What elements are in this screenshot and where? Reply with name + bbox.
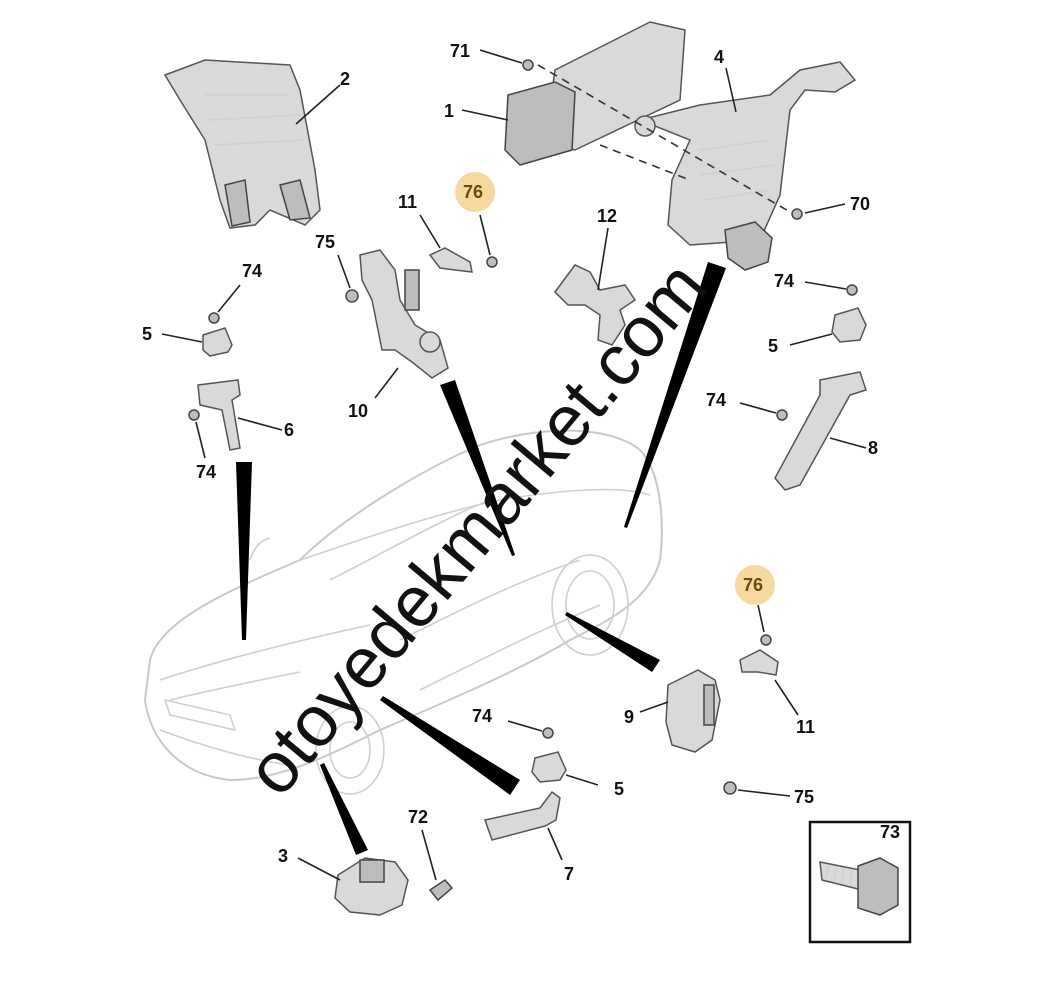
part-3-sensor [297,857,409,916]
callout-8: 8 [868,438,878,458]
pointer-part-10 [440,380,515,556]
part-2-bracket [163,59,341,229]
callout-labels: 71 1 2 4 70 76 11 12 75 74 74 5 5 74 10 … [142,41,900,884]
callout-76-bottom: 76 [743,575,763,595]
nut-74-right-bottom [739,402,788,421]
part-11-linkage [419,214,473,273]
callout-72: 72 [408,807,428,827]
callout-9: 9 [624,707,634,727]
pointer-part-3 [320,763,368,855]
callout-10: 10 [348,401,368,421]
bolt-75-front [337,254,359,303]
callout-12: 12 [597,206,617,226]
part-6-rod-left [197,379,283,451]
part-5-clip-right [789,307,867,346]
callout-2: 2 [340,69,350,89]
screw-70 [791,203,846,220]
part-8-rod-right [774,371,867,491]
callout-74-right-mid: 74 [706,390,726,410]
callout-5-left: 5 [142,324,152,344]
callout-74-left-top: 74 [242,261,262,281]
nut-74-left-top [208,284,241,324]
part-10-sensor-bracket [359,249,449,399]
callout-74-right-top: 74 [774,271,794,291]
bolt-75-rear [723,781,791,797]
pointer-part-6 [236,462,252,640]
inset-box-73 [808,820,912,944]
car-outline [143,429,663,795]
part-4-bracket [634,61,857,271]
pointer-part-7 [380,696,520,795]
part-72-connector [421,829,454,902]
nut-74-left-bottom [188,409,206,459]
part-1-ecu [461,21,686,166]
nut-74-rear [507,720,554,739]
callout-11-top: 11 [398,192,417,212]
callout-11-bottom: 11 [796,717,815,737]
callout-3: 3 [278,846,288,866]
part-5-clip-left [161,327,233,357]
callout-75-bottom: 75 [794,787,814,807]
callout-74-left-bottom: 74 [196,462,216,482]
callout-1: 1 [444,101,454,121]
nut-76-rear [757,604,772,646]
part-7-rod-rear [484,790,563,861]
pointer-part-4 [624,262,726,528]
part-11-linkage-rear [739,649,799,716]
part-12-sensor [554,227,637,346]
pointer-part-9 [565,612,660,672]
callout-75-top: 75 [315,232,335,252]
callout-6: 6 [284,420,294,440]
callout-73: 73 [880,822,900,842]
callout-5-right: 5 [768,336,778,356]
bolt-icon [819,857,899,916]
callout-71: 71 [450,41,470,61]
highlight-badge-76-top [455,172,495,212]
screw-71 [479,49,534,71]
part-9-sensor-bracket [639,669,721,753]
callout-7: 7 [564,864,574,884]
callout-76-top: 76 [463,182,483,202]
part-5-clip-rear [531,751,599,786]
callout-4: 4 [714,47,724,67]
callout-74-bottom: 74 [472,706,492,726]
nut-76-front [479,214,498,268]
highlight-badge-76-bottom [735,565,775,605]
callout-5-bottom: 5 [614,779,624,799]
callout-70: 70 [850,194,870,214]
nut-74-right-top [804,281,858,296]
pointers [236,262,726,855]
